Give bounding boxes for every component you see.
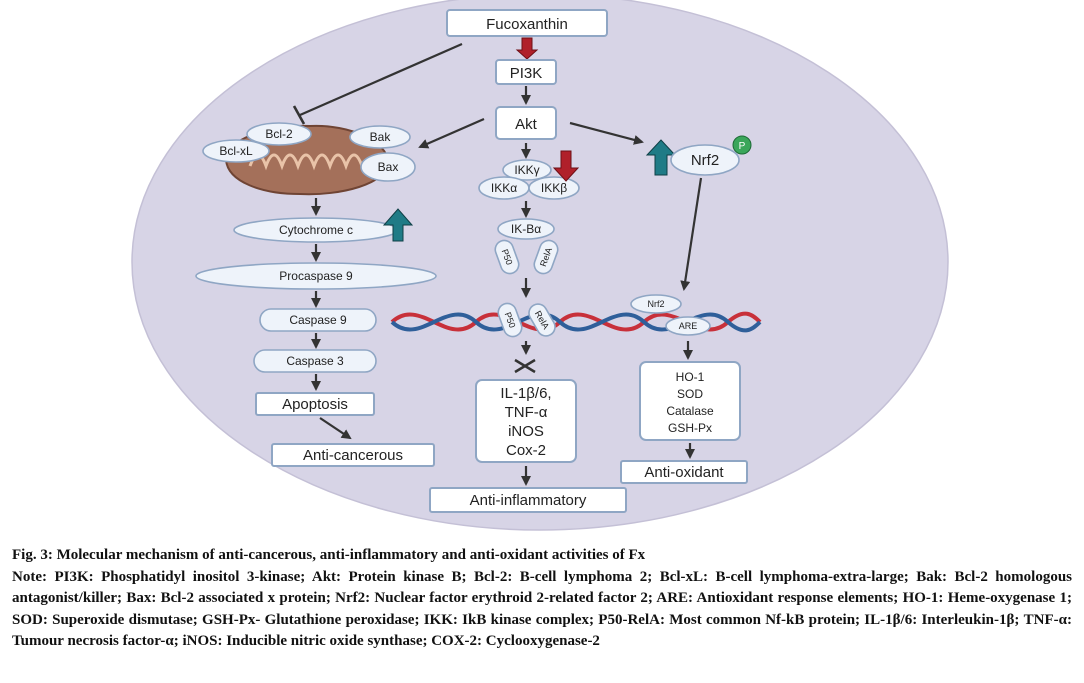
svg-text:Cox-2: Cox-2 [506,442,546,459]
are-node: ARE [665,316,711,336]
svg-text:Anti-cancerous: Anti-cancerous [303,447,403,464]
pi3k-node: PI3K [495,59,557,85]
svg-text:Catalase: Catalase [666,404,714,418]
caspase3-node: Caspase 3 [253,349,377,373]
svg-text:GSH-Px: GSH-Px [668,421,712,435]
svg-text:ARE: ARE [679,321,698,331]
svg-text:Apoptosis: Apoptosis [282,396,348,413]
arrow-akt-mito [418,117,485,149]
p50-node: P50 [494,239,520,275]
svg-text:IKKγ: IKKγ [514,163,539,177]
dna-helix [390,311,762,333]
fucoxanthin-label: Fucoxanthin [486,16,568,33]
akt-node: Akt [495,106,557,140]
svg-text:Bcl-xL: Bcl-xL [219,144,253,158]
svg-text:IKKβ: IKKβ [541,181,567,195]
apoptosis-node: Apoptosis [255,392,375,416]
svg-text:TNF-α: TNF-α [505,404,548,421]
svg-text:Anti-inflammatory: Anti-inflammatory [470,492,587,509]
caspase9-node: Caspase 9 [259,308,377,332]
fucoxanthin-node: Fucoxanthin [446,9,608,37]
svg-text:SOD: SOD [677,387,703,401]
bax-node: Bax [360,152,416,182]
svg-text:Procaspase 9: Procaspase 9 [279,269,353,283]
svg-text:Caspase 9: Caspase 9 [289,313,347,327]
svg-text:Anti-oxidant: Anti-oxidant [644,464,724,481]
bclxl-node: Bcl-xL [202,139,270,163]
nrf2-node: Nrf2 [670,144,740,176]
arrow-akt-nrf2 [569,121,644,145]
akt-label: Akt [515,116,538,133]
svg-text:P: P [739,141,746,152]
svg-text:Bcl-2: Bcl-2 [265,127,293,141]
anti-cancerous-node: Anti-cancerous [271,443,435,467]
svg-text:HO-1: HO-1 [676,370,705,384]
svg-text:IK-Bα: IK-Bα [511,222,541,236]
inhibition-line [292,42,463,125]
blocked-icon [514,358,536,374]
arrow-apoptosis-anticancer [319,417,352,440]
cytochrome-c-node: Cytochrome c [233,217,399,243]
bak-node: Bak [349,125,411,149]
svg-text:IKKα: IKKα [491,181,517,195]
anti-oxidant-node: Anti-oxidant [620,460,748,484]
svg-text:Caspase 3: Caspase 3 [286,354,344,368]
anti-inflammatory-node: Anti-inflammatory [429,487,627,513]
caption-title: Fig. 3: Molecular mechanism of anti-canc… [12,547,646,563]
svg-text:IL-1β/6,: IL-1β/6, [500,385,551,402]
bcl2-node: Bcl-2 [246,122,312,146]
p50-nuclear-node: P50 [497,302,523,338]
ikk-complex: IKKγ IKKα IKKβ [478,159,580,200]
upregulation-arrow-icon [382,208,414,242]
downregulation-arrow-ikk-icon [552,150,580,182]
oxidant-targets-node: HO-1 SOD Catalase GSH-Px [639,361,741,441]
svg-text:Nrf2: Nrf2 [691,152,719,169]
svg-text:Nrf2: Nrf2 [647,299,664,309]
arrow-nrf2-are [680,177,703,291]
procaspase9-node: Procaspase 9 [195,262,437,290]
phosphate-icon: P [732,135,752,155]
rela-nuclear-node: RelA [528,303,556,337]
nrf2-are-small-node: Nrf2 [630,294,682,314]
downregulation-arrow-icon [515,37,539,60]
figure-caption: Fig. 3: Molecular mechanism of anti-canc… [12,545,1072,653]
svg-text:Cytochrome c: Cytochrome c [279,223,353,237]
caption-note: Note: PI3K: Phosphatidyl inositol 3-kina… [12,568,1072,650]
pi3k-label: PI3K [510,65,543,82]
upregulation-arrow-nrf2-icon [645,139,677,176]
rela-node: RelA [533,239,559,275]
svg-text:Bak: Bak [370,130,392,144]
mechanism-diagram: Fucoxanthin PI3K Akt Bcl-2 Bcl-xL Bak [131,0,949,531]
svg-text:Bax: Bax [378,160,399,174]
ikba-node: IK-Bα [497,218,555,240]
svg-text:iNOS: iNOS [508,423,544,440]
inflammatory-targets-node: IL-1β/6, TNF-α iNOS Cox-2 [475,379,577,463]
